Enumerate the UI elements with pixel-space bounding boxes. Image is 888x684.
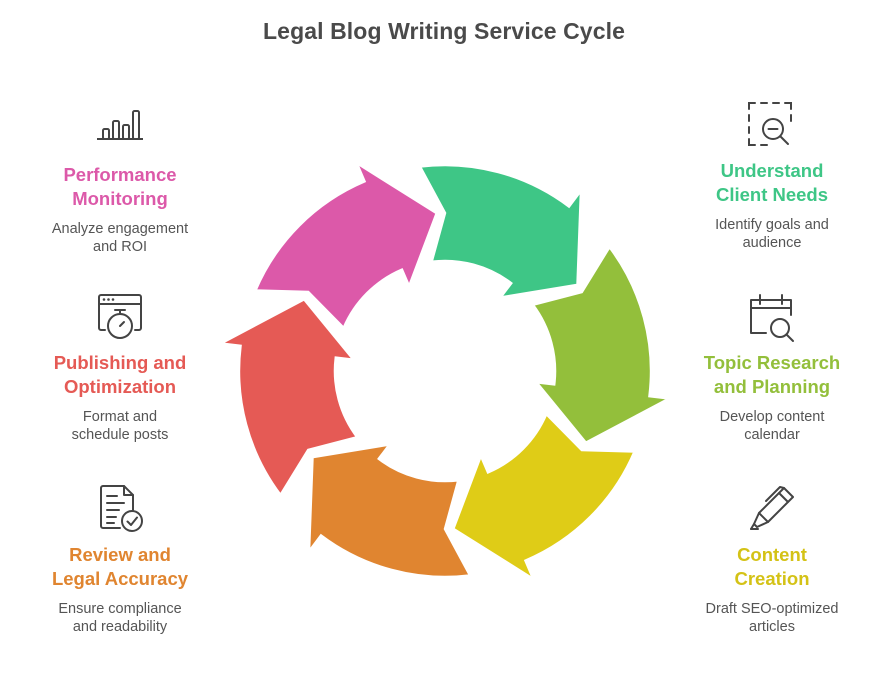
cycle-arrow-publishing xyxy=(216,297,360,498)
cycle-arrow-research xyxy=(530,244,674,445)
bar-chart-icon xyxy=(97,110,143,140)
step-label-line: Legal Accuracy xyxy=(51,568,189,589)
step-description-line: Develop content xyxy=(719,409,825,425)
browser-stopwatch-icon xyxy=(98,294,142,339)
step-description-line: Identify goals and xyxy=(715,217,829,233)
step-topic-research-planning: Topic Research and Planning Develop cont… xyxy=(677,292,867,444)
step-description-line: and readability xyxy=(72,619,168,635)
diagram-title: Legal Blog Writing Service Cycle xyxy=(263,18,625,44)
step-description-line: Analyze engagement xyxy=(51,221,189,237)
step-label-line: and Planning xyxy=(713,376,831,397)
step-label-line: Performance xyxy=(63,164,177,185)
step-description-line: Ensure compliance xyxy=(58,601,182,617)
dashed-magnifier-minus-icon xyxy=(748,102,792,146)
step-label-line: Content xyxy=(737,544,807,565)
cycle-arrow-understand xyxy=(417,163,583,300)
cycle-arrow-review xyxy=(307,442,473,579)
step-performance-monitoring: Performance Monitoring Analyze engagemen… xyxy=(25,104,215,256)
step-description-line: calendar xyxy=(744,427,800,443)
document-check-icon xyxy=(100,485,143,532)
step-description-line: and ROI xyxy=(93,239,147,255)
cycle-arrow-creation xyxy=(451,411,637,583)
step-label-line: Topic Research xyxy=(703,352,841,373)
pen-icon xyxy=(750,486,794,530)
step-description-line: audience xyxy=(742,235,802,251)
step-label-line: Review and xyxy=(69,544,171,565)
step-label-line: Publishing and xyxy=(53,352,187,373)
step-content-creation: Content Creation Draft SEO-optimized art… xyxy=(677,484,867,636)
calendar-search-icon xyxy=(750,294,794,342)
step-description-line: articles xyxy=(749,619,795,635)
step-publishing-optimization: Publishing and Optimization Format and s… xyxy=(25,292,215,444)
cycle-arrow-monitoring xyxy=(253,159,439,331)
step-review-legal-accuracy: Review and Legal Accuracy Ensure complia… xyxy=(25,484,215,636)
step-label-line: Optimization xyxy=(63,376,177,397)
step-label-line: Monitoring xyxy=(72,188,168,209)
step-label-line: Understand xyxy=(720,160,824,181)
step-label-line: Client Needs xyxy=(715,184,829,205)
step-description-line: Draft SEO-optimized xyxy=(705,601,839,617)
step-understand-client-needs: Understand Client Needs Identify goals a… xyxy=(677,100,867,252)
step-label-line: Creation xyxy=(734,568,810,589)
step-description-line: schedule posts xyxy=(71,427,169,443)
step-description-line: Format and xyxy=(82,409,158,425)
